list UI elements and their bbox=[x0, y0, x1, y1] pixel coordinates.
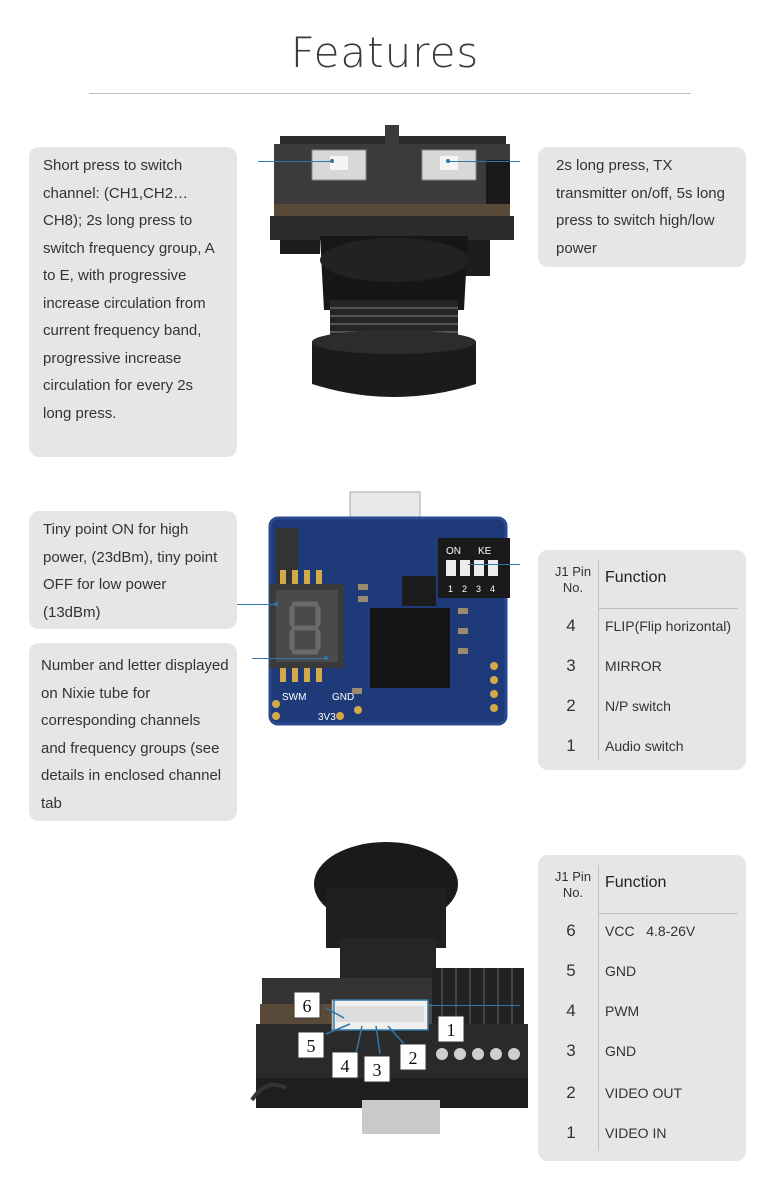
dip-number-3: 3 bbox=[476, 584, 481, 594]
nixie-point bbox=[324, 656, 328, 660]
power-dot-point bbox=[274, 602, 278, 606]
dip-switch-leader bbox=[468, 564, 520, 565]
connector-label-4: 4 bbox=[341, 1056, 350, 1076]
silk-3v3-label: 3V3 bbox=[318, 712, 336, 723]
dip-switch-function-table: J1 Pin No. Function 4 FLIP(Flip horizont… bbox=[538, 550, 746, 770]
table-header-pin: J1 Pin No. bbox=[554, 869, 592, 900]
dip-number-4: 4 bbox=[490, 584, 495, 594]
pin-number: 1 bbox=[566, 736, 576, 755]
pin-number: 1 bbox=[566, 1123, 576, 1142]
table-header-divider bbox=[598, 913, 738, 914]
connector-label-6: 6 bbox=[303, 996, 312, 1016]
power-button-note: 2s long press, TX transmitter on/off, 5s… bbox=[538, 147, 746, 267]
table-header-function: Function bbox=[605, 569, 667, 586]
pin-number: 4 bbox=[566, 1001, 576, 1020]
dip-number-2: 2 bbox=[462, 584, 467, 594]
pin-function: N/P switch bbox=[605, 698, 671, 714]
channel-button-note-text: Short press to switch channel: (CH1,CH2…… bbox=[43, 157, 214, 422]
pin-function: MIRROR bbox=[605, 658, 662, 674]
dip-ke-label: KE bbox=[478, 546, 492, 557]
channel-button-point bbox=[330, 159, 334, 163]
power-button-leader bbox=[448, 161, 520, 162]
pin-number: 3 bbox=[566, 656, 576, 675]
connector-pin-table: J1 Pin No. Function 6 VCC 4.8-26V 5 GND … bbox=[538, 855, 746, 1161]
channel-button-leader bbox=[258, 161, 332, 162]
connector-label-3: 3 bbox=[373, 1060, 382, 1080]
table-column-divider bbox=[598, 560, 599, 760]
dip-on-label: ON bbox=[446, 546, 461, 557]
power-button-point bbox=[446, 159, 450, 163]
connector-leader bbox=[428, 1005, 520, 1006]
transmitter-board-photo: ON KE 1 2 3 4 SWM GND 3V3 bbox=[268, 491, 510, 726]
camera-top-view-photo bbox=[270, 125, 514, 397]
connector-label-5: 5 bbox=[307, 1036, 316, 1056]
camera-back-view-photo: 6 5 4 3 2 1 bbox=[250, 842, 528, 1134]
table-header-function: Function bbox=[605, 874, 667, 891]
pin-function: FLIP(Flip horizontal) bbox=[605, 618, 732, 634]
dip-number-1: 1 bbox=[448, 584, 453, 594]
pin-number: 4 bbox=[566, 616, 576, 635]
pin-number: 2 bbox=[566, 1083, 576, 1102]
nixie-leader bbox=[252, 658, 326, 659]
pin-number: 2 bbox=[566, 696, 576, 715]
pin-function: Audio switch bbox=[605, 738, 684, 754]
pin-function: PWM bbox=[605, 1003, 640, 1019]
channel-button-note: Short press to switch channel: (CH1,CH2…… bbox=[29, 147, 237, 457]
page-title: Features bbox=[290, 28, 480, 77]
title-divider bbox=[89, 93, 691, 94]
power-button-note-text: 2s long press, TX transmitter on/off, 5s… bbox=[556, 157, 725, 257]
pin-function: GND bbox=[605, 963, 637, 979]
silk-swm-label: SWM bbox=[282, 692, 306, 703]
table-header-divider bbox=[598, 608, 738, 609]
pin-function: VCC 4.8-26V bbox=[605, 923, 696, 939]
pin-function: VIDEO IN bbox=[605, 1125, 667, 1141]
connector-label-1: 1 bbox=[447, 1020, 456, 1040]
power-dot-note-text: Tiny point ON for high power, (23dBm), t… bbox=[43, 521, 218, 621]
pin-function: GND bbox=[605, 1043, 637, 1059]
pin-number: 6 bbox=[566, 921, 576, 940]
nixie-tube-note: Number and letter displayed on Nixie tub… bbox=[29, 643, 237, 821]
nixie-tube-note-text: Number and letter displayed on Nixie tub… bbox=[41, 657, 229, 812]
power-dot-leader bbox=[237, 604, 275, 605]
silk-gnd-label: GND bbox=[332, 692, 354, 703]
pin-number: 3 bbox=[566, 1041, 576, 1060]
table-header-pin: J1 Pin No. bbox=[554, 564, 592, 595]
pin-function: VIDEO OUT bbox=[605, 1085, 683, 1101]
power-dot-note: Tiny point ON for high power, (23dBm), t… bbox=[29, 511, 237, 629]
connector-label-2: 2 bbox=[409, 1048, 418, 1068]
table-column-divider bbox=[598, 865, 599, 1151]
pin-number: 5 bbox=[566, 961, 576, 980]
